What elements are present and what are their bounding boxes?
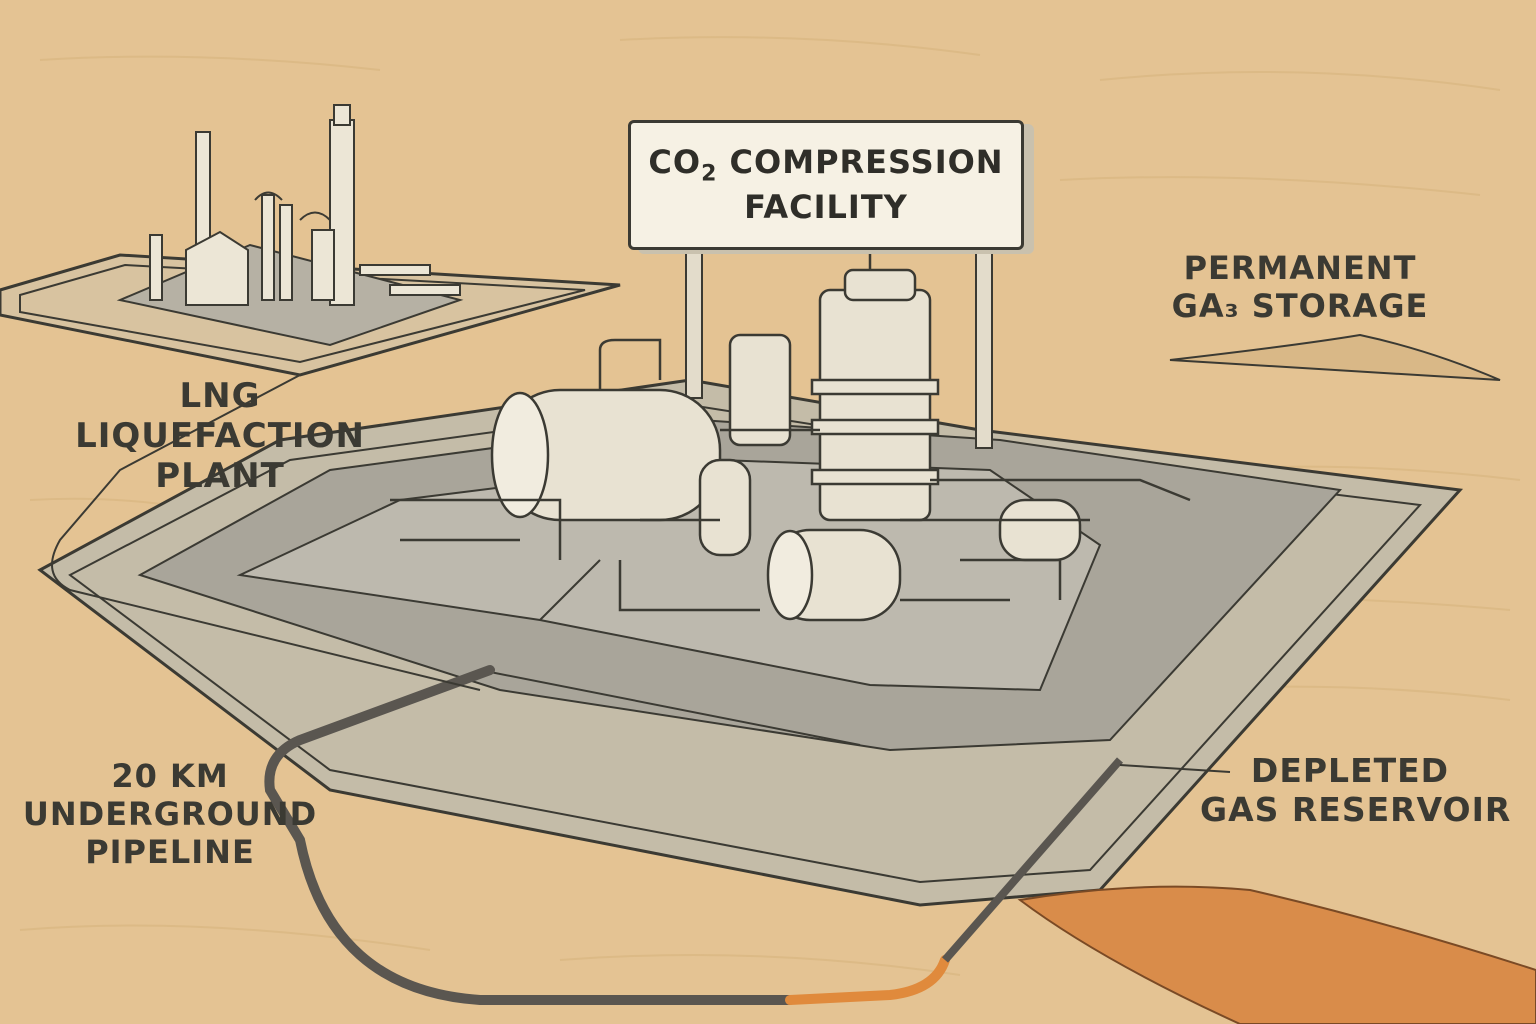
underground-pipeline: [264, 665, 1124, 1005]
reservoir-shape: [1017, 885, 1536, 1024]
sign-posts: [685, 237, 993, 449]
lng-plant-pad: [0, 243, 621, 377]
sign-co-prefix: CO: [648, 143, 702, 182]
pipeline-label: 20 KM UNDERGROUND PIPELINE: [10, 757, 330, 871]
compression-facility: [390, 238, 1191, 622]
reservoir-leader-line: [1119, 764, 1231, 773]
sign-subscript: 2: [701, 161, 718, 187]
storage-label-line: PERMANENT: [1183, 249, 1417, 287]
sign-line-1: CO2 COMPRESSION: [648, 143, 1003, 188]
lng-label-line: PLANT: [155, 456, 285, 497]
reservoir-label-line: GAS RESERVOIR: [1200, 789, 1512, 829]
sign-compression: COMPRESSION: [717, 143, 1004, 182]
storage-label: PERMANENT GA₃ STORAGE: [1160, 249, 1440, 326]
lng-label-line: LIQUEFACTION: [75, 416, 365, 457]
reservoir-label-line: DEPLETED: [1250, 751, 1450, 790]
lng-plant: [149, 104, 461, 306]
pipeline-label-line: PIPELINE: [85, 832, 255, 871]
lng-label-line: LNG: [179, 376, 261, 416]
storage-label-line: GA₃ STORAGE: [1171, 286, 1429, 325]
lng-plant-label: LNG LIQUEFACTION PLANT: [70, 376, 370, 496]
pipeline-label-line: 20 KM: [111, 757, 229, 795]
storage-dune: [1169, 333, 1501, 381]
reservoir-label: DEPLETED GAS RESERVOIR: [1200, 751, 1512, 830]
lng-pipeline-corridor: [0, 254, 481, 691]
facility-sign: CO2 COMPRESSION FACILITY: [628, 120, 1024, 250]
sign-line-2: FACILITY: [744, 188, 908, 227]
pipeline-label-line: UNDERGROUND: [22, 794, 318, 833]
